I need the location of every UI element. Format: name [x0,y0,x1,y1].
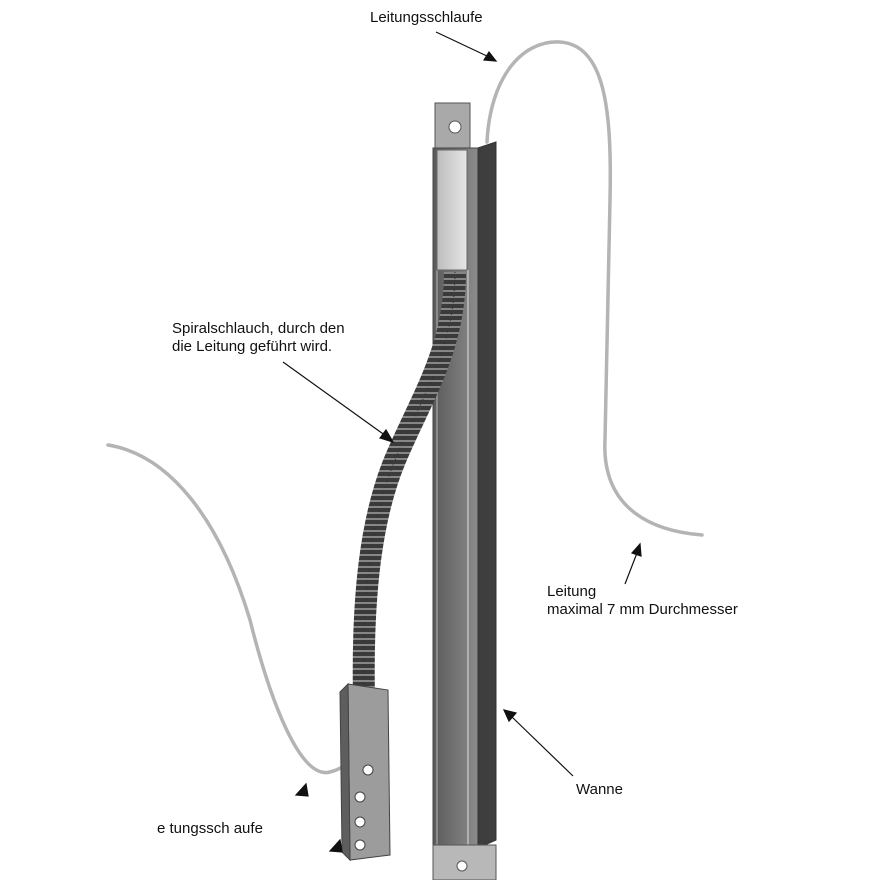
trough-top-hole [448,120,462,134]
bracket-hole-3 [354,816,366,828]
arrow-spiral [282,361,387,437]
bottom-bracket [339,682,391,862]
trough-side-wall [477,141,497,849]
bracket-hole-1 [362,764,374,776]
arrow-cable-head [630,542,642,557]
bracket-hole-2 [354,791,366,803]
arrow-loop-top-head [482,50,498,62]
label-loop-top: Leitungsschlaufe [370,9,483,27]
spiral-hose [352,271,466,701]
cable-bottom-loop [106,443,362,775]
cable-top-loop [485,40,704,537]
leader-arrows [282,31,642,853]
arrow-loop-bottom-1 [294,782,309,797]
label-loop-bottom-text: e tungssch aufe [157,820,263,837]
trough-slider [436,149,468,271]
label-spiral-line-1: Spiralschlauch, durch den [172,320,345,337]
label-cable-line-1: Leitung [547,583,597,600]
label-loop-bottom: e tungssch aufe [157,820,263,838]
arrow-loop-bottom-2 [328,838,343,853]
arrow-trough [511,716,574,777]
label-trough-text: Wanne [576,781,623,798]
arrow-trough-head [502,709,518,723]
arrow-cable [624,552,638,585]
trough-bottom-cap [432,844,497,880]
label-spiral-hose: Spiralschlauch, durch den die Leitung ge… [172,320,345,356]
bracket-side [339,682,351,862]
label-spiral-line-2: die Leitung geführt wird. [172,338,333,355]
arrow-loop-top [435,31,490,58]
trough-bottom-hole [456,860,468,872]
label-loop-top-text: Leitungsschlaufe [370,9,483,26]
label-cable: Leitung maximal 7 mm Durchmesser [547,583,738,619]
arrow-spiral-head [379,428,395,444]
bracket-hole-4 [354,839,366,851]
label-trough: Wanne [576,781,623,799]
label-cable-line-2: maximal 7 mm Durchmesser [547,601,738,618]
trough [432,102,497,880]
